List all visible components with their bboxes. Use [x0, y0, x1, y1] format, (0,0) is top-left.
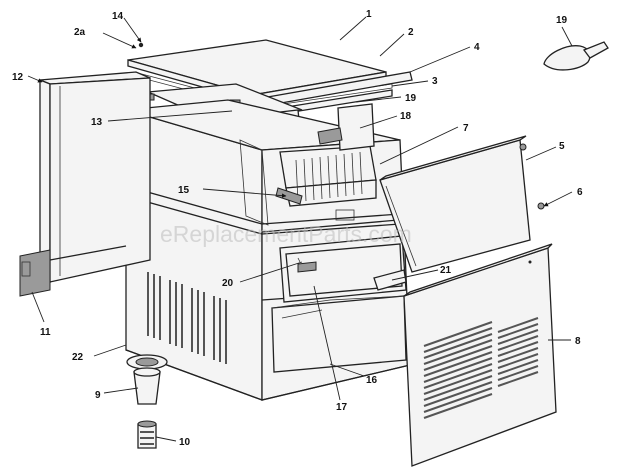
callout-labels: 1 2a 14 2 4 3 19 18 7 13 15 5 6 12 11 20… [12, 9, 583, 448]
callout-3: 3 [432, 76, 438, 87]
drain-coupling [137, 420, 157, 449]
callout-12: 12 [12, 72, 24, 83]
lower-front-panel [279, 235, 407, 303]
callout-10: 10 [179, 437, 191, 448]
leader-lines [27, 16, 573, 442]
evaporator-assembly [279, 145, 377, 207]
hinge-pin-icon [537, 202, 545, 210]
callout-6: 6 [577, 187, 583, 198]
callout-2a: 2a [74, 27, 86, 38]
callout-21: 21 [440, 265, 452, 276]
callout-13: 13 [91, 117, 103, 128]
callout-19-top: 19 [405, 93, 417, 104]
screw-icon [138, 42, 144, 48]
callout-7: 7 [463, 123, 469, 134]
bin-door [379, 135, 531, 273]
side-louver-grille [147, 272, 227, 364]
callout-14: 14 [112, 11, 124, 22]
callout-19-scoop: 19 [556, 15, 568, 26]
watermark: eReplacementParts.com [160, 221, 412, 247]
callout-4: 4 [474, 42, 480, 53]
callout-17: 17 [336, 402, 348, 413]
callout-18: 18 [400, 111, 412, 122]
callout-8: 8 [575, 336, 581, 347]
callout-15: 15 [178, 185, 190, 196]
callout-1: 1 [366, 9, 372, 20]
rear-panel [19, 71, 151, 297]
drain-cup [126, 354, 168, 405]
callout-2: 2 [408, 27, 414, 38]
callout-20: 20 [222, 278, 234, 289]
pump-bracket [317, 103, 375, 151]
callout-11: 11 [40, 327, 51, 338]
callout-5: 5 [559, 141, 565, 152]
ice-scoop [543, 41, 609, 71]
float-sensor [275, 187, 303, 205]
callout-16: 16 [366, 375, 378, 386]
callout-22: 22 [72, 352, 84, 363]
callout-9: 9 [95, 390, 101, 401]
hinge-pin-icon [519, 143, 527, 151]
deflector [373, 269, 407, 291]
front-panel-louvers [423, 317, 539, 419]
